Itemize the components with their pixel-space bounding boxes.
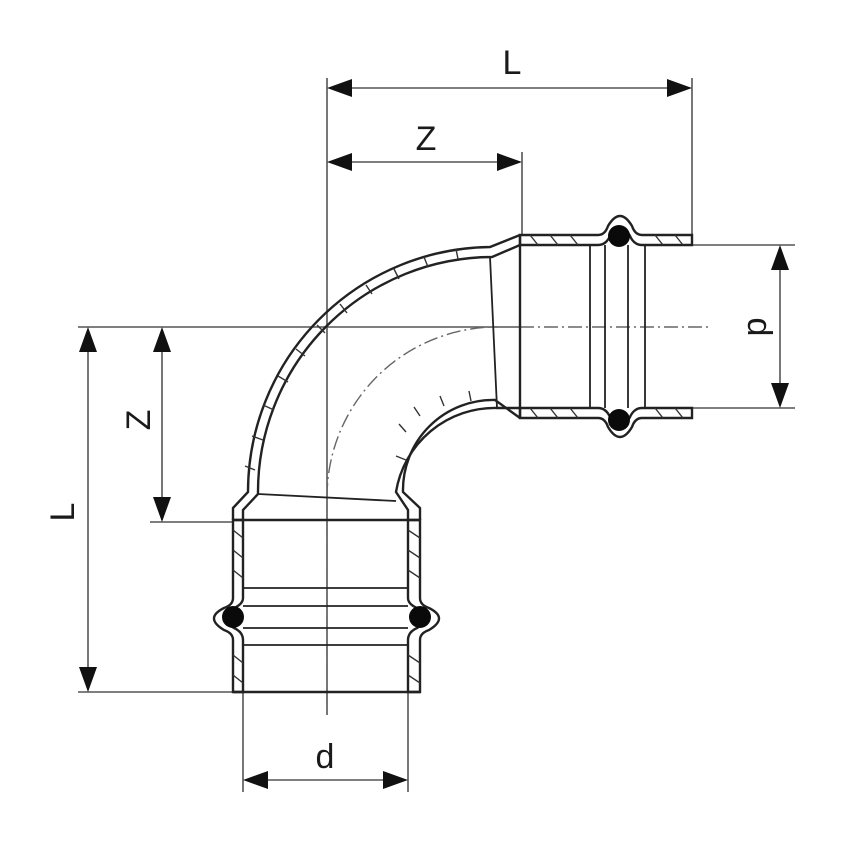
- dimension-left-Z: Z: [120, 327, 171, 522]
- dimension-label-d-right: d: [740, 318, 778, 337]
- dimension-right-d: d: [740, 245, 789, 408]
- dimension-top-Z: Z: [327, 120, 522, 171]
- dimension-label-Z-left: Z: [120, 410, 158, 431]
- o-ring-top: [608, 225, 630, 247]
- dimension-label-Z-top: Z: [416, 120, 437, 158]
- dimension-label-L-top: L: [503, 44, 522, 82]
- o-ring-left: [222, 606, 244, 628]
- extension-lines: [78, 78, 795, 792]
- bottom-socket: [212, 518, 441, 694]
- dimension-label-d-bottom: d: [316, 738, 335, 776]
- right-socket: [518, 214, 694, 439]
- o-ring-bottom: [608, 409, 630, 431]
- dimension-top-L: L: [327, 44, 692, 97]
- dimension-left-L: L: [44, 327, 97, 692]
- o-ring-right: [409, 606, 431, 628]
- dimension-bottom-d: d: [243, 738, 408, 789]
- dimension-label-L-left: L: [44, 503, 82, 522]
- elbow-body: [231, 233, 521, 520]
